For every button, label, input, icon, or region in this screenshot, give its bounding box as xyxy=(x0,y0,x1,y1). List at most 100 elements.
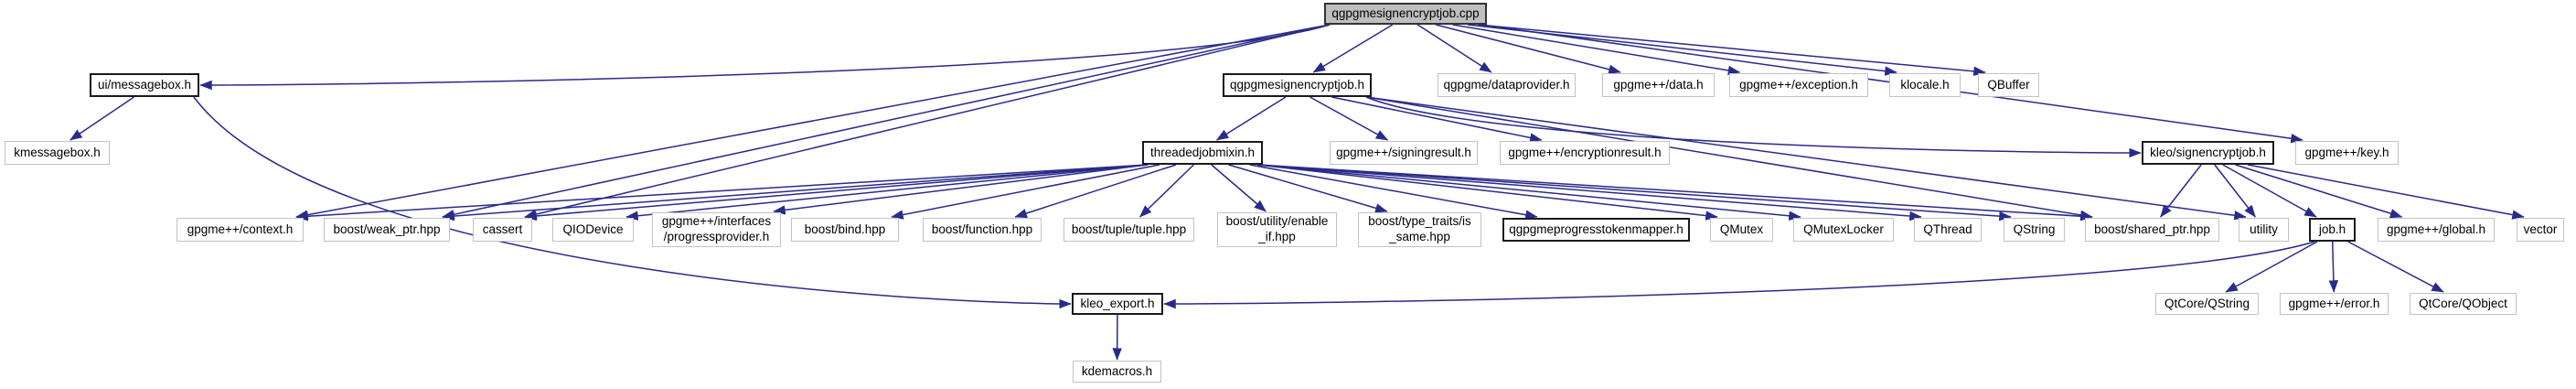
node-qmutex: QMutex xyxy=(1710,218,1773,242)
include-edge xyxy=(442,24,1331,220)
node-label: gpgme++/context.h xyxy=(187,222,294,236)
node-job-h[interactable]: job.h xyxy=(2309,218,2356,242)
node-label: gpgme++/exception.h xyxy=(1739,77,1858,92)
node-label: kmessagebox.h xyxy=(14,145,101,159)
node-utility: utility xyxy=(2239,218,2289,242)
include-edge xyxy=(1435,24,1621,74)
node-kleo-signencryptjob[interactable]: kleo/signencryptjob.h xyxy=(2142,141,2274,165)
node-boost-weak-ptr: boost/weak_ptr.hpp xyxy=(324,218,450,242)
node-label: boost/tuple/tuple.hpp xyxy=(1071,222,1187,236)
node-label: boost/bind.hpp xyxy=(804,222,886,236)
node-qgpgmeprogresstokenmapper[interactable]: qgpgmeprogresstokenmapper.h xyxy=(1502,218,1690,242)
include-edge xyxy=(1365,96,2142,158)
node-label: gpgme++/data.h xyxy=(1613,77,1704,92)
node-gpgme-signingresult: gpgme++/signingresult.h xyxy=(1330,141,1478,165)
node-qtcore-qstring: QtCore/QString xyxy=(2155,293,2259,315)
include-edge xyxy=(1365,96,2093,221)
node-label: gpgme++/key.h xyxy=(2304,145,2389,159)
include-edge xyxy=(1478,24,1986,77)
node-qstring: QString xyxy=(2004,218,2065,242)
node-label: boost/weak_ptr.hpp xyxy=(333,222,441,236)
include-edge xyxy=(2235,164,2403,219)
include-edge xyxy=(1256,164,1922,222)
node-label: klocale.h xyxy=(1900,77,1950,92)
node-klocale: klocale.h xyxy=(1889,73,1961,97)
node-boost-enable-if: boost/utility/enable_if.hpp xyxy=(1217,212,1337,247)
include-edge xyxy=(1452,24,1741,76)
node-gpgme-context: gpgme++/context.h xyxy=(176,218,304,242)
node-label: gpgme++/error.h xyxy=(2288,296,2380,310)
node-threadedjobmixin[interactable]: threadedjobmixin.h xyxy=(1142,141,1263,165)
include-edge xyxy=(199,24,1331,91)
include-edge xyxy=(1139,164,1194,218)
node-gpgme-global: gpgme++/global.h xyxy=(2378,218,2495,242)
node-label: qgpgme/dataprovider.h xyxy=(1443,77,1570,92)
node-label: ui/messagebox.h xyxy=(97,77,192,92)
include-edge xyxy=(1256,164,1718,221)
node-gpgme-encryptionresult: gpgme++/encryptionresult.h xyxy=(1500,141,1670,165)
node-qthread: QThread xyxy=(1914,218,1982,242)
node-label: threadedjobmixin.h xyxy=(1149,145,1256,159)
node-label: QMutex xyxy=(1719,222,1764,236)
node-label: cassert xyxy=(482,222,523,236)
node-label: QThread xyxy=(1923,222,1972,236)
include-edge xyxy=(442,164,1149,222)
include-edge xyxy=(1416,24,1492,73)
include-edge xyxy=(1309,96,1389,141)
include-edge xyxy=(1211,164,1267,212)
node-label: qgpgmeprogresstokenmapper.h xyxy=(1509,222,1683,236)
include-edge xyxy=(1163,241,2315,309)
node-label: gpgme++/signingresult.h xyxy=(1336,145,1471,159)
node-gpgme-exception: gpgme++/exception.h xyxy=(1729,73,1868,97)
node-label: kdemacros.h xyxy=(1081,363,1153,378)
node-label: QIODevice xyxy=(562,222,624,236)
node-ui-messagebox[interactable]: ui/messagebox.h xyxy=(90,73,199,97)
node-vector: vector xyxy=(2517,218,2564,242)
include-edge xyxy=(625,164,1149,221)
node-label: QString xyxy=(2013,222,2056,236)
node-label: vector xyxy=(2523,222,2558,236)
node-label: utility xyxy=(2250,222,2278,236)
node-boost-shared-ptr: boost/shared_ptr.hpp xyxy=(2085,218,2219,242)
node-label: boost/function.hpp xyxy=(931,222,1033,236)
node-qtcore-qobject: QtCore/QObject xyxy=(2410,293,2517,315)
node-label: QBuffer xyxy=(1987,77,2030,92)
include-edge xyxy=(1256,164,2012,222)
node-qgpgme-dataprovider: qgpgme/dataprovider.h xyxy=(1438,73,1576,97)
include-edge xyxy=(69,96,134,141)
node-boost-tuple: boost/tuple/tuple.hpp xyxy=(1064,218,1194,242)
include-edge xyxy=(295,164,1149,222)
include-edge xyxy=(2222,164,2317,218)
node-boost-is-same: boost/type_traits/is_same.hpp xyxy=(1358,212,1481,247)
include-edge xyxy=(1256,164,2093,222)
include-edge xyxy=(2328,241,2339,293)
node-label: gpgme++/encryptionresult.h xyxy=(1508,145,1662,159)
node-qgpgmesignencryptjob-h[interactable]: qgpgmesignencryptjob.h xyxy=(1223,73,1372,97)
include-edge xyxy=(1256,164,1801,222)
node-gpgme-data: gpgme++/data.h xyxy=(1602,73,1715,97)
node-label: QtCore/QString xyxy=(2164,296,2250,310)
node-label: kleo/signencryptjob.h xyxy=(2150,145,2266,159)
node-progressprovider: gpgme++/interfaces/progressprovider.h xyxy=(652,212,781,247)
node-label: gpgme++/global.h xyxy=(2386,222,2486,236)
include-edge xyxy=(2225,241,2318,293)
node-gpgme-error: gpgme++/error.h xyxy=(2280,293,2389,315)
node-label: boost/type_traits/is xyxy=(1368,214,1471,229)
node-qiodevice: QIODevice xyxy=(552,218,634,242)
node-boost-bind: boost/bind.hpp xyxy=(791,218,899,242)
node-label: qgpgmesignencryptjob.h xyxy=(1229,77,1365,92)
node-label: _same.hpp xyxy=(1389,230,1450,243)
node-qmutexlocker: QMutexLocker xyxy=(1793,218,1894,242)
include-edge xyxy=(2247,164,2525,220)
include-edge xyxy=(1014,164,1177,219)
include-edge xyxy=(1215,96,1287,141)
node-label: qgpgmesignencryptjob.cpp xyxy=(1331,5,1480,20)
node-label: gpgme++/interfaces xyxy=(661,214,772,229)
node-label: job.h xyxy=(2318,222,2346,236)
node-label: boost/shared_ptr.hpp xyxy=(2094,222,2210,236)
include-edge xyxy=(773,164,1149,215)
include-edge xyxy=(524,164,1149,222)
include-edge xyxy=(1228,164,1388,213)
node-kleo-export[interactable]: kleo_export.h xyxy=(1072,293,1163,315)
